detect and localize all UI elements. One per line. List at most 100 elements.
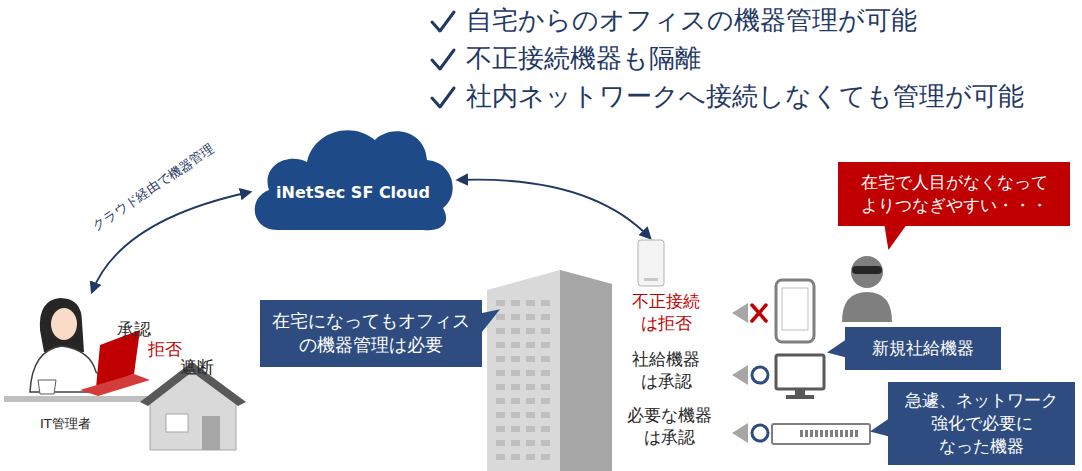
cloud-shape xyxy=(247,118,459,236)
coffee-cup xyxy=(38,380,56,394)
building-window xyxy=(511,370,520,376)
building-window xyxy=(496,426,505,432)
switch-port xyxy=(805,430,808,437)
arrow-head xyxy=(732,303,748,323)
building-window xyxy=(541,370,550,376)
bubble-tail xyxy=(827,339,846,357)
check-mark xyxy=(432,12,454,31)
action-label: 承認 xyxy=(117,318,151,340)
building-window xyxy=(541,426,550,432)
building-window xyxy=(526,314,535,320)
building-body xyxy=(487,270,612,471)
check-mark xyxy=(432,50,454,69)
feature-item: 社内ネットワークへ接続しなくても管理が可能 xyxy=(466,80,1024,114)
speech-bubble: 在宅で人目がなくなって よりつなぎやすい・・・ xyxy=(838,162,1070,226)
switch-ports xyxy=(800,430,858,437)
building-window xyxy=(526,300,535,306)
building-window xyxy=(511,314,520,320)
policy-label: 必要な機器 は承認 xyxy=(614,404,724,448)
speech-bubble: 急遽、ネットワーク 強化で必要に なった機器 xyxy=(888,382,1075,465)
sunglasses xyxy=(852,266,882,274)
monitor-screen xyxy=(776,355,824,389)
building-window xyxy=(511,384,520,390)
switch-port xyxy=(845,430,848,437)
building-window xyxy=(526,384,535,390)
sensor-slot xyxy=(644,278,658,281)
building-window xyxy=(511,342,520,348)
sensor-device xyxy=(638,240,664,286)
bubble-tails xyxy=(481,225,906,437)
building-window xyxy=(511,454,520,460)
building-window xyxy=(541,342,550,348)
switch-port xyxy=(825,430,828,437)
switch-port xyxy=(815,430,818,437)
switch-port xyxy=(830,430,833,437)
building-window xyxy=(526,398,535,404)
action-label: 遮断 xyxy=(180,356,214,378)
building-window xyxy=(541,314,550,320)
speech-bubble: 在宅になってもオフィス の機器管理は必要 xyxy=(260,300,482,367)
building-window xyxy=(526,426,535,432)
node-text: 急遽、ネットワーク 強化で必要に なった機器 xyxy=(898,389,1065,458)
building-window xyxy=(511,300,520,306)
role-label: IT管理者 xyxy=(40,416,91,433)
arrow-head xyxy=(732,423,748,443)
switch-port xyxy=(800,430,803,437)
building-window xyxy=(496,328,505,334)
phone-body xyxy=(776,280,814,342)
house-window xyxy=(166,414,188,432)
building-window xyxy=(511,398,520,404)
building-window xyxy=(496,300,505,306)
building-window xyxy=(526,454,535,460)
building-windows xyxy=(496,300,550,460)
switch-port xyxy=(820,430,823,437)
bubble-tail xyxy=(481,309,500,333)
building-window xyxy=(526,370,535,376)
approve-mark xyxy=(752,367,768,383)
building-window xyxy=(511,328,520,334)
monitor-neck xyxy=(795,389,805,395)
building-window xyxy=(496,356,505,362)
desk xyxy=(4,396,164,402)
building-window xyxy=(541,384,550,390)
switch-port xyxy=(855,430,858,437)
feature-item: 自宅からのオフィスの機器管理が可能 xyxy=(466,4,917,38)
building-window xyxy=(541,454,550,460)
building-window xyxy=(511,356,520,362)
laptop-base xyxy=(80,374,150,396)
building-window xyxy=(496,412,505,418)
building-window xyxy=(496,314,505,320)
building-window xyxy=(511,412,520,418)
check-mark xyxy=(432,88,454,107)
bubble-tail xyxy=(884,225,906,250)
it-admin-figure xyxy=(4,298,164,402)
switch-port xyxy=(810,430,813,437)
building-window xyxy=(496,454,505,460)
link-label: クラウド経由で機器管理 xyxy=(88,140,219,236)
building-window xyxy=(526,328,535,334)
switch-body xyxy=(772,424,870,444)
network-switch xyxy=(772,424,870,444)
approve-mark xyxy=(752,425,768,441)
building-window xyxy=(526,356,535,362)
node-text: 在宅になってもオフィス の機器管理は必要 xyxy=(268,309,474,358)
node-text: 在宅で人目がなくなって よりつなぎやすい・・・ xyxy=(852,171,1056,217)
cloud-node: iNetSec SF Cloud xyxy=(247,118,459,236)
node-text: 新規社給機器 xyxy=(853,337,993,360)
phone-screen xyxy=(782,288,808,330)
house-wall xyxy=(150,368,236,450)
building-window xyxy=(526,412,535,418)
building-window xyxy=(496,398,505,404)
arrow-head xyxy=(732,365,748,385)
reject-mark xyxy=(752,305,766,321)
sensor-body xyxy=(638,240,664,286)
smartphone xyxy=(776,280,814,342)
policy-label: 不正接続 は拒否 xyxy=(614,290,718,334)
switch-port xyxy=(850,430,853,437)
node-text: iNetSec SF Cloud xyxy=(255,182,451,204)
building-window xyxy=(541,328,550,334)
house-door xyxy=(202,416,220,450)
policy-label: 社給機器 は承認 xyxy=(614,348,718,392)
switch-port xyxy=(835,430,838,437)
